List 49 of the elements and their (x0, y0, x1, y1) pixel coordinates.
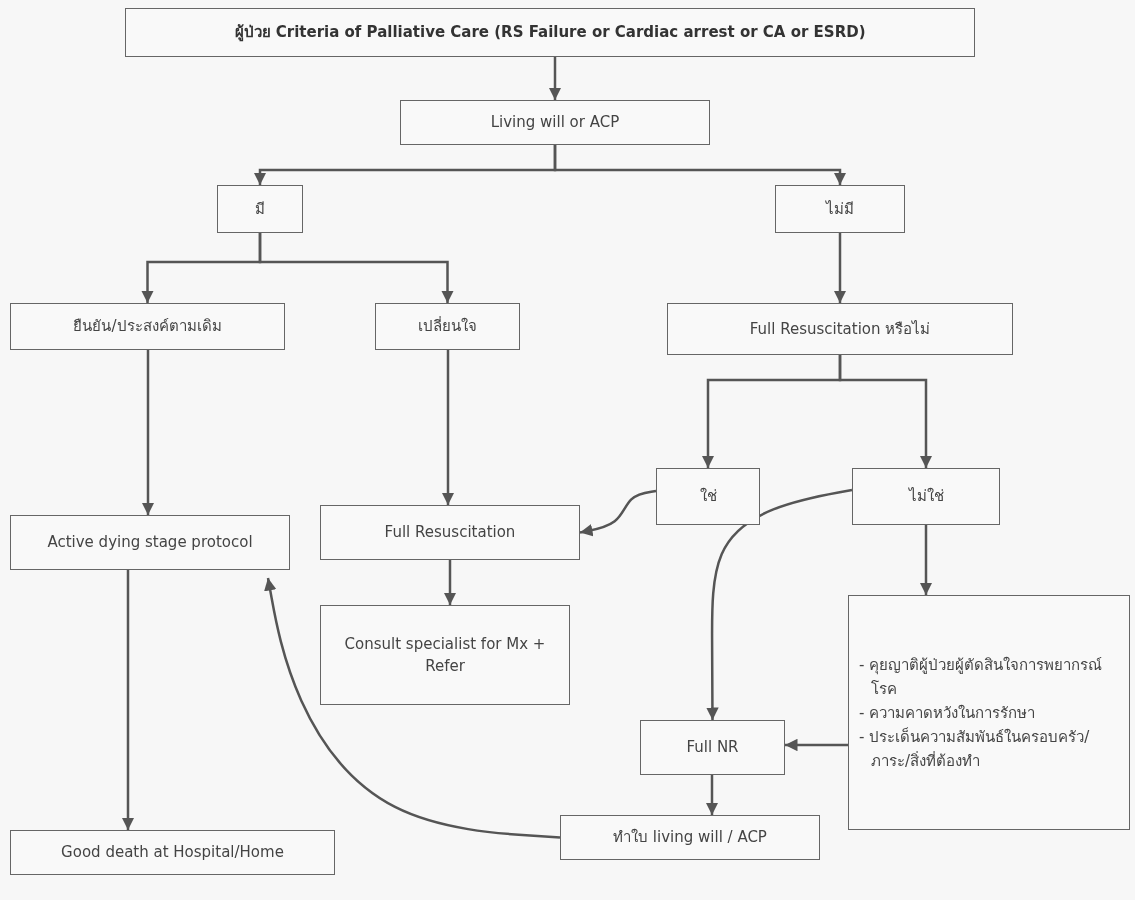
arrow (258, 233, 454, 303)
box-text: เปลี่ยนใจ (418, 315, 477, 338)
process-box (320, 605, 570, 705)
arrow (121, 570, 135, 830)
arrow (443, 560, 457, 605)
box-text: Full Resuscitation หรือไม่ (749, 318, 931, 340)
process-box (125, 8, 975, 57)
box-text: ทำใบ living will / ACP (613, 827, 767, 849)
arrow (833, 233, 847, 303)
box-text: Full Resuscitation (384, 522, 516, 544)
process-box (375, 303, 520, 350)
box-text: ผู้ป่วย Criteria of Palliative Care (RS Failure or Cardiac arrest or CA or ESRD) (234, 22, 866, 44)
arrow (441, 350, 455, 505)
box-text: Active dying stage protocol (47, 532, 253, 554)
box-text: ไม่มี (826, 198, 854, 220)
box-text: Consult specialist for Mx + Refer (343, 633, 547, 677)
box-text: ใช่ (699, 486, 717, 508)
process-box (656, 468, 760, 525)
box-text: Good death at Hospital/Home (61, 842, 284, 864)
box-text: ยืนยัน/ประสงค์ตามเดิม (73, 316, 222, 338)
arrow (919, 525, 933, 595)
process-box (640, 720, 785, 775)
arrow (553, 145, 847, 185)
process-box (400, 100, 710, 145)
list-item: - ความคาดหวังในการรักษา (859, 702, 1036, 724)
process-box (852, 468, 1000, 525)
arrow (264, 577, 561, 839)
arrow (838, 355, 933, 468)
process-box (10, 515, 290, 570)
process-box (10, 303, 285, 350)
process-box (775, 185, 905, 233)
arrow (141, 350, 155, 515)
process-box (848, 595, 1130, 830)
list-item: - คุยญาติผู้ป่วยผู้ตัดสินใจการพยากรณ์โรค (859, 654, 1104, 700)
process-box (667, 303, 1013, 355)
process-box (10, 830, 335, 875)
arrow (706, 488, 853, 720)
process-box (217, 185, 303, 233)
arrow (705, 775, 719, 815)
process-box (560, 815, 820, 860)
arrow (785, 738, 848, 752)
arrow (548, 57, 562, 100)
process-box (320, 505, 580, 560)
box-text: ไม่ใช่ (908, 486, 944, 508)
arrow (579, 489, 657, 537)
box-text: Full NR (686, 737, 739, 759)
box-text: มี (255, 198, 265, 220)
list-item: - ประเด็นความสัมพันธ์ในครอบครัว/ภาระ/สิ่งที่ต้องทำ (859, 726, 1091, 772)
box-text: Living will or ACP (490, 112, 620, 134)
